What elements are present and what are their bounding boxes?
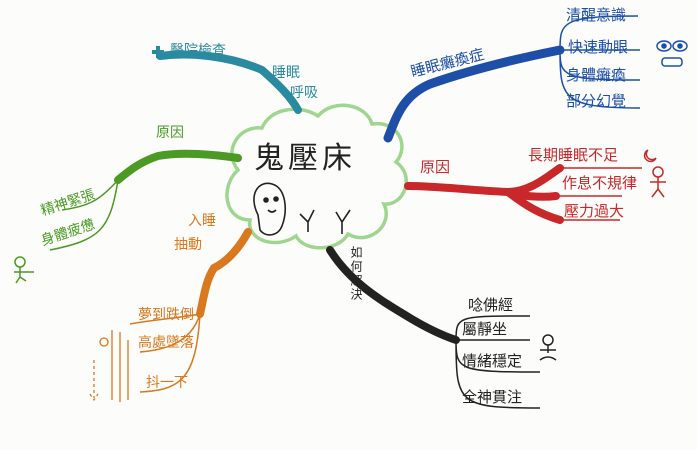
cause-item: 壓力過大: [564, 202, 625, 220]
ghost-doodle: [253, 182, 351, 236]
solution-item: 屬靜坐: [462, 320, 508, 338]
jerk-item: 抖一下: [146, 375, 188, 391]
symptom-item: 身體癱瘓: [566, 66, 627, 84]
symptom-item: 快速動眼: [568, 38, 629, 56]
apnea-label-line2: 呼吸: [290, 85, 318, 101]
sleeping-figure-doodle: [643, 149, 666, 198]
center-title: 鬼壓床: [254, 141, 356, 176]
jerk-item: 夢到跌倒: [138, 307, 194, 323]
solution-item: 唸佛經: [468, 296, 514, 314]
center-cloud: [225, 103, 408, 250]
eyes-doodle: [656, 40, 688, 67]
symptom-item: 清醒意識: [566, 6, 627, 24]
falling-figure-doodle: [89, 330, 129, 402]
cause-item: 作息不規律: [562, 174, 638, 192]
apnea-item: 醫院檢查: [170, 43, 226, 59]
jerk-label-line2: 抽動: [174, 237, 202, 253]
jerk-item: 高處墜落: [138, 335, 194, 351]
solutions-label: 如何解決: [349, 246, 363, 302]
meditating-figure-doodle: [539, 334, 557, 361]
solution-item: 全神貫注: [462, 388, 523, 406]
symptom-item: 部分幻覺: [566, 92, 627, 110]
causes-label: 原因: [420, 158, 451, 176]
cause-item: 長期睡眠不足: [528, 146, 619, 164]
apnea-label-line1: 睡眠: [272, 65, 300, 81]
jerk-label-line1: 入睡: [188, 213, 216, 229]
jerk-causes-label: 原因: [156, 125, 184, 141]
solution-item: 情緒穩定: [462, 352, 523, 370]
tired-figure-doodle: [14, 256, 34, 284]
